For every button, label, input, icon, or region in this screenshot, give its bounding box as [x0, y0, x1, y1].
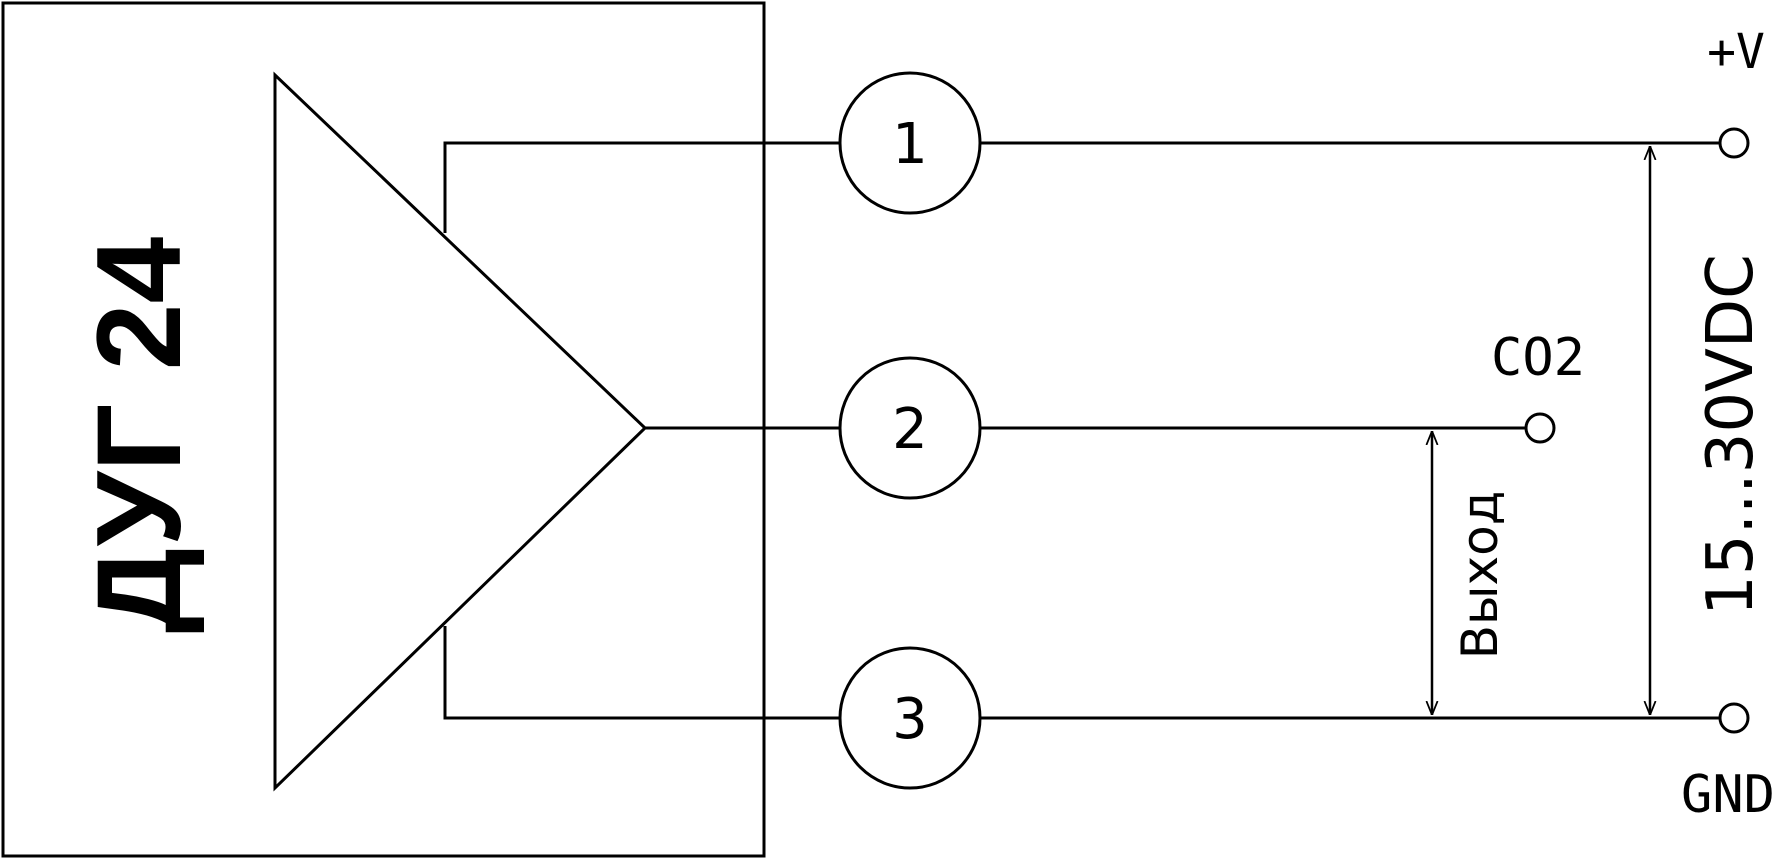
supply-terminal-label: +V: [1707, 24, 1765, 80]
amplifier-symbol: [273, 71, 648, 792]
terminal-supply: [1718, 127, 1750, 159]
wire-internal-pin1: [443, 141, 840, 233]
terminal-output: [1524, 412, 1556, 444]
terminal-ground: [1718, 702, 1750, 734]
pin-number: 3: [892, 687, 928, 752]
pin-2: 2: [838, 356, 982, 500]
device-title: ДУГ 24: [72, 237, 206, 634]
pin-3: 3: [838, 646, 982, 790]
pin-1: 1: [838, 71, 982, 215]
ground-terminal-label: GND: [1681, 765, 1775, 825]
output-dimension-label: Выход: [1451, 491, 1509, 660]
output-terminal-label: CO2: [1491, 328, 1585, 388]
pin-number: 2: [892, 397, 928, 462]
supply-dimension-label: 15...30VDC: [1694, 254, 1768, 616]
pin-number: 1: [892, 112, 928, 177]
wire-internal-pin3: [443, 626, 840, 720]
